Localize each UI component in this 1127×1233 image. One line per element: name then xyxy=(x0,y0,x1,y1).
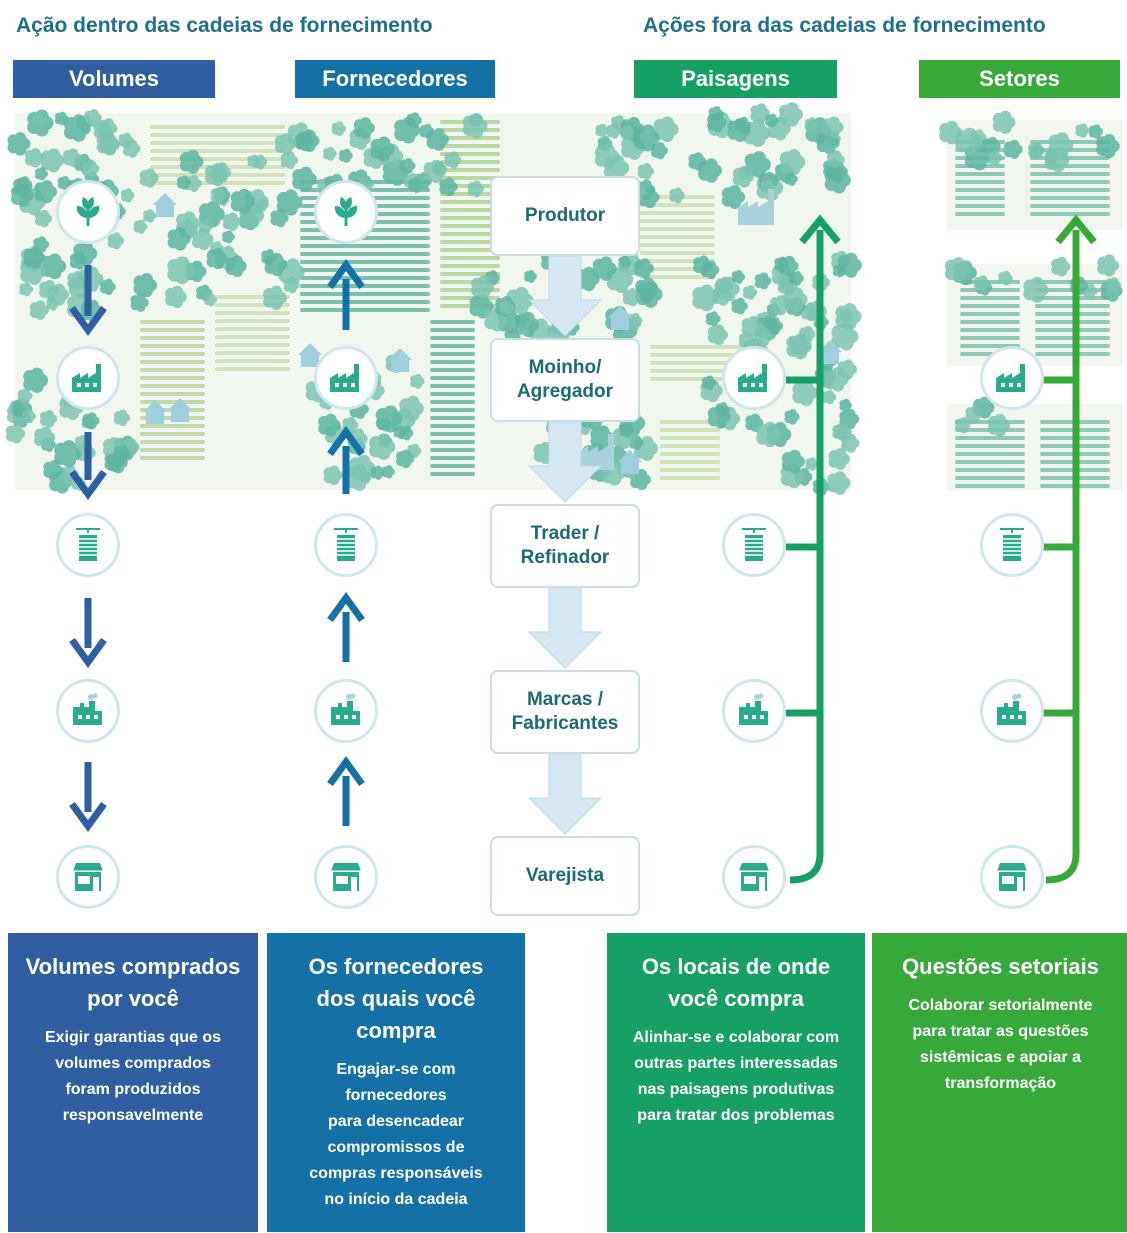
landscapes-factory-circle xyxy=(722,679,786,743)
sectors-shop-circle xyxy=(980,845,1044,909)
sectors-mill-circle xyxy=(980,346,1044,410)
panel-suppliers: Os fornecedores dos quais você compra En… xyxy=(267,933,525,1232)
header-outside-supply-chains: Ações fora das cadeias de fornecimento xyxy=(643,14,1046,37)
category-suppliers: Fornecedores xyxy=(295,60,495,98)
silo-icon xyxy=(742,528,766,561)
mill-icon xyxy=(330,364,359,392)
panel-sectors-description: Colaborar setorialmente para tratar as q… xyxy=(908,997,1093,1092)
stage-retailer: Varejista xyxy=(490,836,640,916)
category-landscapes: Paisagens xyxy=(634,60,837,98)
panel-volumes: Volumes comprados por você Exigir garant… xyxy=(8,933,258,1232)
volumes-factory-circle xyxy=(56,679,120,743)
silo-icon xyxy=(334,528,358,561)
panel-suppliers-title: Os fornecedores dos quais você compra xyxy=(308,954,484,1043)
stage-producer: Produtor xyxy=(490,176,640,256)
panel-volumes-title: Volumes comprados por você xyxy=(25,954,241,1011)
panel-volumes-description: Exigir garantias que os volumes comprado… xyxy=(44,1029,222,1124)
mill-icon xyxy=(738,364,767,392)
stage-trader-refiner: Trader / Refinador xyxy=(490,504,640,588)
sectors-factory-circle xyxy=(980,679,1044,743)
factory-icon xyxy=(331,693,360,725)
suppliers-factory-circle xyxy=(314,679,378,743)
landscapes-silo-circle xyxy=(722,513,786,577)
leaf-icon xyxy=(76,197,100,226)
silo-icon xyxy=(76,528,100,561)
volumes-shop-circle xyxy=(56,845,120,909)
shop-icon xyxy=(997,863,1027,891)
panel-landscapes-description: Alinhar-se e colaborar com outras partes… xyxy=(632,1029,840,1124)
panel-landscapes: Os locais de onde você compra Alinhar-se… xyxy=(607,933,865,1232)
silo-icon xyxy=(1000,528,1024,561)
suppliers-shop-circle xyxy=(314,845,378,909)
leaf-icon xyxy=(334,197,358,226)
panel-sectors: Questões setoriais Colaborar setorialmen… xyxy=(872,933,1127,1232)
shop-icon xyxy=(739,863,769,891)
volumes-leaf-circle xyxy=(56,180,120,244)
volumes-mill-circle xyxy=(56,346,120,410)
sectors-silo-circle xyxy=(980,513,1044,577)
landscapes-mill-circle xyxy=(722,346,786,410)
factory-icon xyxy=(73,693,102,725)
suppliers-leaf-circle xyxy=(314,180,378,244)
shop-icon xyxy=(73,863,103,891)
factory-icon xyxy=(739,693,768,725)
category-sectors: Setores xyxy=(919,60,1120,98)
stage-mill-aggregator: Moinho/ Agregador xyxy=(490,338,640,422)
factory-icon xyxy=(997,693,1026,725)
panel-landscapes-title: Os locais de onde você compra xyxy=(641,954,831,1011)
panel-suppliers-description: Engajar-se com fornecedores para desenca… xyxy=(309,1061,483,1208)
landscapes-shop-circle xyxy=(722,845,786,909)
mill-icon xyxy=(72,364,101,392)
shop-icon xyxy=(331,863,361,891)
mill-icon xyxy=(996,364,1025,392)
stage-brands-manufacturers: Marcas / Fabricantes xyxy=(490,670,640,754)
header-inside-supply-chains: Ação dentro das cadeias de fornecimento xyxy=(16,14,433,37)
volumes-silo-circle xyxy=(56,513,120,577)
panel-sectors-title: Questões setoriais xyxy=(902,954,1099,979)
category-volumes: Volumes xyxy=(13,60,215,98)
suppliers-silo-circle xyxy=(314,513,378,577)
suppliers-mill-circle xyxy=(314,346,378,410)
